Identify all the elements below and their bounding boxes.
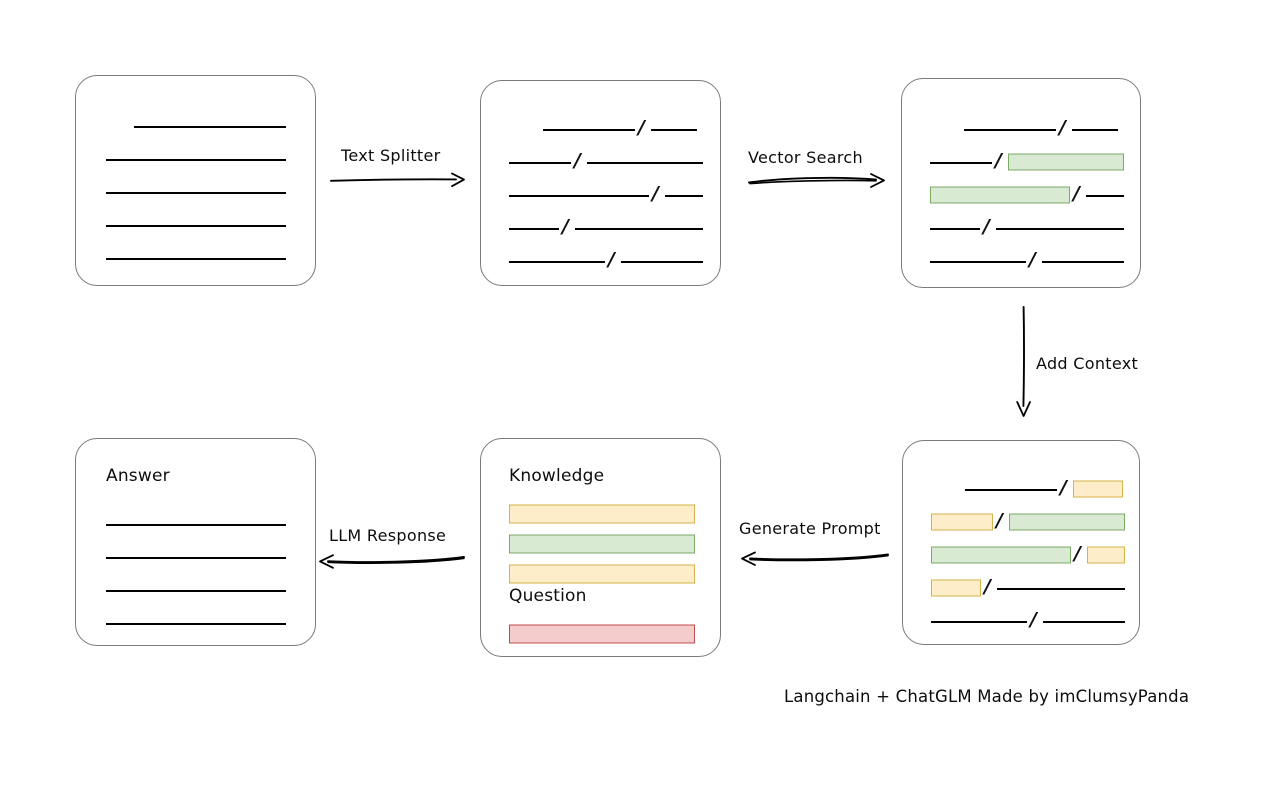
matched-document-green-highlight[interactable] (1008, 153, 1124, 171)
context-document-split-separator: / (1030, 608, 1037, 631)
matched-document-split-separator: / (1029, 248, 1036, 271)
split-document-text-line (665, 195, 703, 197)
context-document-text-line (965, 489, 1057, 491)
vector-search-arrow (748, 173, 885, 188)
context-document-text-line (997, 588, 1125, 590)
text-splitter-arrow (330, 172, 465, 188)
matched-document-text-line (1042, 261, 1124, 263)
matched-document-text-line (930, 228, 980, 230)
source-document-text-line (134, 126, 286, 128)
answer-box[interactable]: Answer (75, 438, 316, 646)
matched-document-text-line (996, 228, 1124, 230)
answer-text-line (106, 524, 286, 526)
context-document-split-separator: / (984, 575, 991, 598)
context-document-text-line (931, 621, 1027, 623)
context-document-yellow-highlight[interactable] (1073, 480, 1123, 498)
llm-response-label: LLM Response (329, 526, 447, 545)
knowledge-bar[interactable] (509, 534, 695, 554)
split-document-text-line (587, 162, 703, 164)
footer-credit: Langchain + ChatGLM Made by imClumsyPand… (784, 687, 1190, 706)
split-document-text-line (651, 129, 697, 131)
split-document-text-line (509, 228, 559, 230)
matched-document-text-line (1086, 195, 1124, 197)
matched-document-text-line (930, 261, 1026, 263)
answer-heading: Answer (106, 466, 170, 486)
answer-text-line (106, 557, 286, 559)
matched-document-text-line (1072, 129, 1118, 131)
split-document-split-separator: / (574, 149, 581, 172)
text-splitter-label: Text Splitter (341, 146, 441, 165)
generate-prompt-label: Generate Prompt (739, 519, 881, 538)
source-document-text-line (106, 159, 286, 161)
split-document-box[interactable]: / / / / / (480, 80, 721, 286)
question-heading: Question (509, 586, 587, 606)
matched-document-text-line (964, 129, 1056, 131)
knowledge-heading: Knowledge (509, 466, 605, 486)
matched-document-box[interactable]: / / / / / (901, 78, 1141, 288)
knowledge-bar[interactable] (509, 564, 695, 584)
answer-text-line (106, 590, 286, 592)
split-document-text-line (509, 195, 649, 197)
source-document-text-line (106, 225, 286, 227)
split-document-text-line (575, 228, 703, 230)
matched-document-split-separator: / (1073, 182, 1080, 205)
context-document-yellow-highlight[interactable] (1087, 546, 1125, 564)
context-document-yellow-highlight[interactable] (931, 513, 993, 531)
split-document-split-separator: / (638, 116, 645, 139)
source-document-text-line (106, 192, 286, 194)
context-document-split-separator: / (1060, 476, 1067, 499)
split-document-split-separator: / (652, 182, 659, 205)
context-document-split-separator: / (996, 509, 1003, 532)
generate-prompt-arrow (741, 551, 889, 566)
split-document-text-line (509, 261, 605, 263)
knowledge-bar[interactable] (509, 504, 695, 524)
matched-document-text-line (930, 162, 992, 164)
split-document-text-line (621, 261, 703, 263)
vector-search-label: Vector Search (748, 148, 863, 167)
add-context-label: Add Context (1036, 354, 1139, 373)
context-document-box[interactable]: / / / / / (902, 440, 1140, 645)
source-document-box[interactable] (75, 75, 316, 286)
matched-document-split-separator: / (983, 215, 990, 238)
context-document-green-highlight[interactable] (1009, 513, 1125, 531)
add-context-arrow (1016, 306, 1031, 417)
llm-response-arrow (319, 554, 465, 569)
prompt-box[interactable]: Knowledge Question (480, 438, 721, 657)
question-bar[interactable] (509, 624, 695, 644)
split-document-split-separator: / (562, 215, 569, 238)
split-document-text-line (509, 162, 571, 164)
context-document-split-separator: / (1074, 542, 1081, 565)
answer-text-line (106, 623, 286, 625)
matched-document-split-separator: / (995, 149, 1002, 172)
context-document-yellow-highlight[interactable] (931, 579, 981, 597)
matched-document-green-highlight[interactable] (930, 186, 1070, 204)
split-document-split-separator: / (608, 248, 615, 271)
source-document-text-line (106, 258, 286, 260)
matched-document-split-separator: / (1059, 116, 1066, 139)
context-document-green-highlight[interactable] (931, 546, 1071, 564)
split-document-text-line (543, 129, 635, 131)
context-document-text-line (1043, 621, 1125, 623)
